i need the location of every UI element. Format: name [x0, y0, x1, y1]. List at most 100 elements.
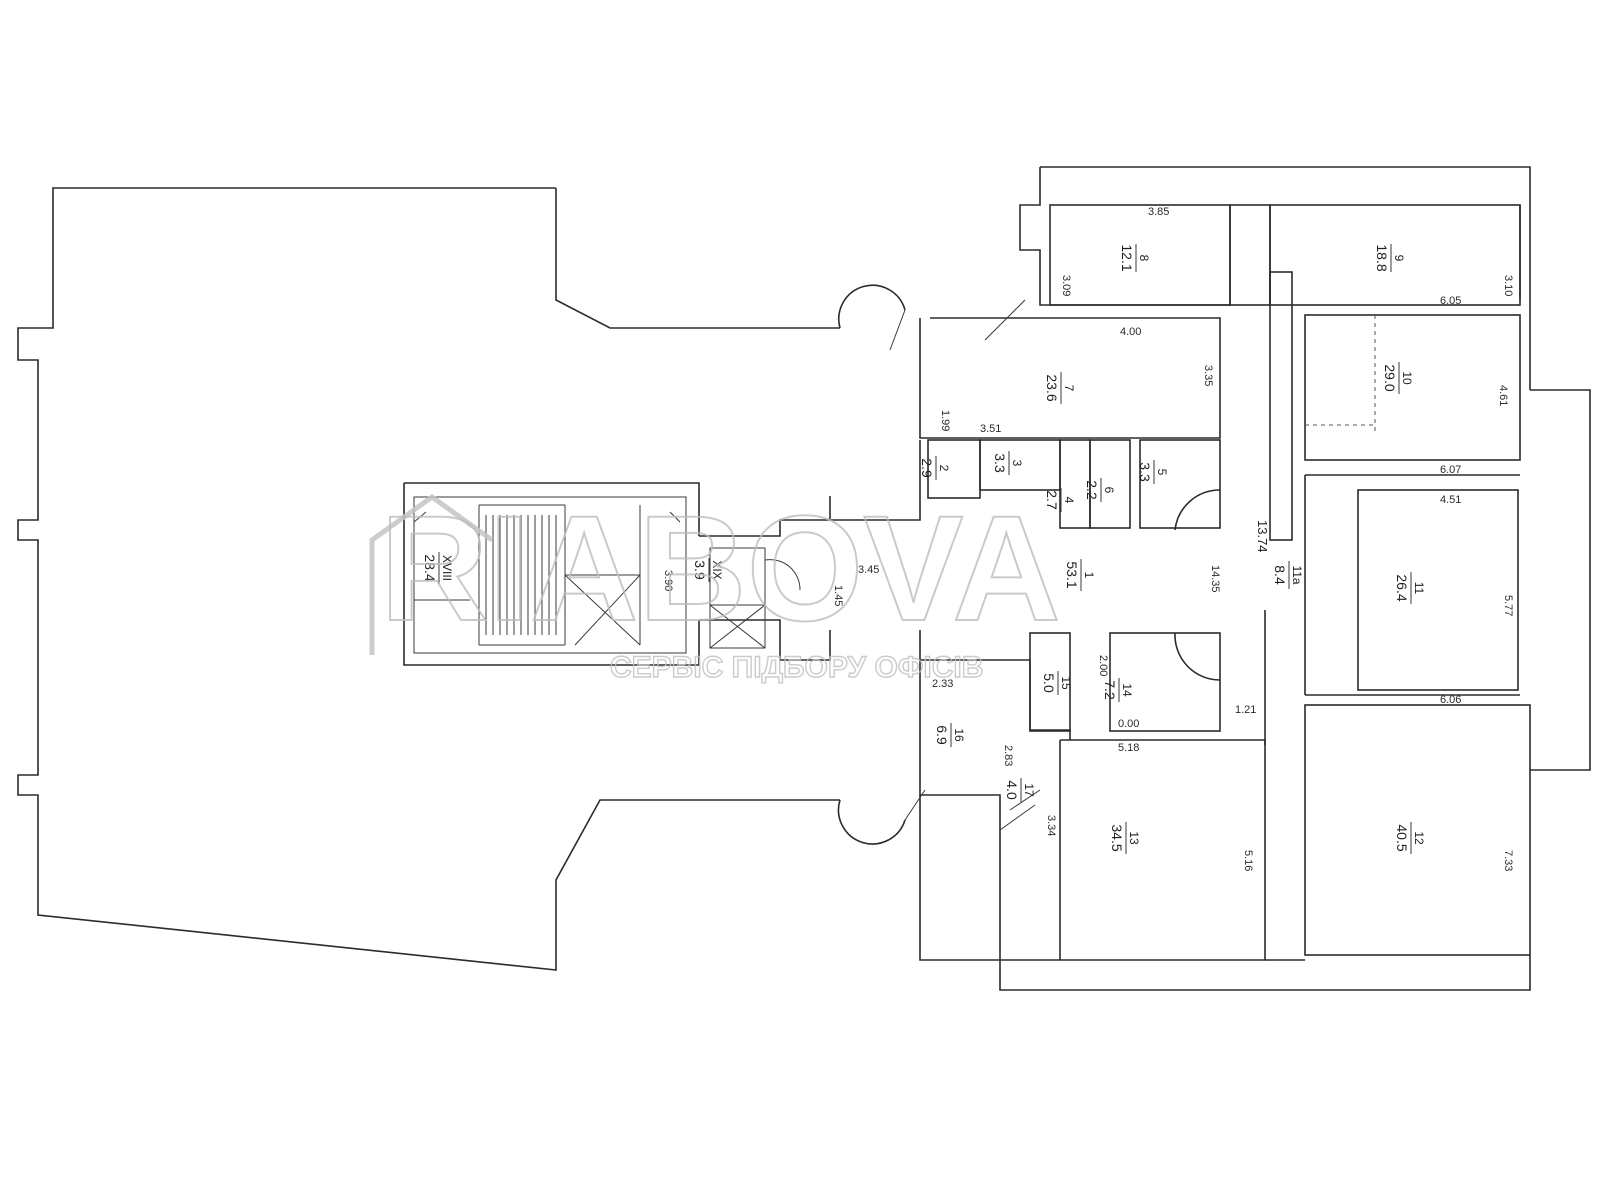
room-area: 12.1	[1119, 244, 1135, 271]
room-17-label: 17 4.0	[1004, 778, 1036, 802]
passage-block	[699, 496, 831, 661]
dim-14-35: 14.35	[1209, 565, 1221, 593]
room-13-label: 13 34.5	[1109, 822, 1141, 854]
watermark-house-icon	[369, 493, 494, 655]
dim-5-77: 5.77	[1502, 595, 1514, 616]
room-number: 11а	[1290, 565, 1304, 584]
room-area: 5.0	[1041, 673, 1057, 693]
room-number: 9	[1392, 255, 1406, 262]
west-bay-arc-bottom	[837, 799, 906, 845]
lift-shaft	[709, 547, 766, 649]
room-11-label: 11 26.4	[1394, 572, 1426, 604]
south-door-swings	[904, 789, 1041, 831]
room-area: 2.2	[1084, 480, 1100, 500]
room-10-walls	[1304, 314, 1521, 461]
room-number: 6	[1102, 487, 1116, 494]
dim-3-09: 3.09	[1060, 275, 1072, 296]
room-11-walls	[1357, 489, 1519, 691]
room-area: 40.5	[1394, 824, 1410, 851]
dim-4-51: 4.51	[1440, 494, 1461, 506]
dim-3-35: 3.35	[1202, 365, 1214, 386]
room-number: 11	[1412, 582, 1426, 595]
dim-3-90: 3.90	[662, 570, 674, 591]
room-area: 28.4	[422, 554, 438, 581]
dim-4-00: 4.00	[1120, 326, 1141, 338]
room-8-label: 8 12.1	[1119, 244, 1151, 272]
watermark-tagline: СЕРВІС ПІДБОРУ ОФІСІВ	[610, 651, 983, 684]
dim-2-33: 2.33	[932, 678, 953, 690]
room-area: 6.9	[934, 725, 950, 745]
dim-3-45: 3.45	[858, 564, 879, 576]
room-6-label: 6 2.2	[1084, 478, 1116, 502]
dim-3-34: 3.34	[1045, 815, 1057, 836]
dim-7-33: 7.33	[1502, 850, 1514, 871]
passage-door-swing	[764, 559, 801, 591]
room-area: 34.5	[1109, 824, 1125, 851]
room-3-label: 3 3.3	[992, 451, 1024, 475]
room-number: XIX	[710, 560, 724, 579]
room-area: 3.9	[692, 560, 708, 580]
dim-6-07: 6.07	[1440, 464, 1461, 476]
room-XIX-label: XIX 3.9	[692, 558, 724, 582]
courtyard-outline	[17, 187, 906, 971]
dim-4-61: 4.61	[1497, 385, 1509, 406]
room-number: 8	[1137, 255, 1151, 262]
room-4-label: 4 2.7	[1044, 488, 1076, 512]
room-area: 4.0	[1004, 780, 1020, 800]
room-number: 12	[1412, 831, 1426, 845]
dim-1-21: 1.21	[1235, 704, 1256, 716]
dim-5-16: 5.16	[1242, 850, 1254, 871]
room-area: 3.3	[1137, 462, 1153, 482]
dim-3-85: 3.85	[1148, 206, 1169, 218]
room-area: 7.2	[1102, 680, 1118, 700]
west-bay-arc-top	[837, 284, 906, 329]
room-9-label: 9 18.8	[1374, 244, 1406, 272]
watermark-brand: RIABOVA	[380, 484, 1061, 652]
stair-arrows	[413, 511, 681, 523]
room-1-label: 1 53.1	[1064, 559, 1096, 591]
corridor-pillar	[1269, 271, 1293, 541]
room-number: 5	[1155, 469, 1169, 476]
room-area: 3.3	[992, 453, 1008, 473]
room-number: 14	[1120, 683, 1134, 697]
room-number: 2	[937, 465, 951, 472]
room-10-label: 10 29.0	[1382, 362, 1414, 394]
room-number: 4	[1062, 497, 1076, 504]
room-12-label: 12 40.5	[1394, 822, 1426, 854]
north-door-swings	[889, 299, 1026, 351]
room-number: XVIII	[440, 555, 454, 581]
dim-1-45: 1.45	[832, 585, 844, 606]
dim-3-51: 3.51	[980, 423, 1001, 435]
room-number: 15	[1059, 676, 1073, 690]
dim-0-00: 0.00	[1118, 718, 1139, 730]
room-XVIII-label: XVIII 28.4	[422, 552, 454, 584]
dim-6-06: 6.06	[1440, 694, 1461, 706]
room-12-walls	[1304, 704, 1531, 956]
dim-2-83: 2.83	[1002, 745, 1014, 766]
dim-2-00: 2.00	[1097, 655, 1109, 676]
room-7-label: 7 23.6	[1044, 372, 1076, 404]
main-building-walls	[830, 166, 1591, 991]
dim-5-18: 5.18	[1118, 742, 1139, 754]
dim-13-74: 13.74	[1255, 520, 1270, 553]
dim-6-05: 6.05	[1440, 295, 1461, 307]
room-2-label: 2 2.9	[919, 456, 951, 480]
dimension-labels: 3.85 3.09 3.10 6.05 4.00 3.35 1.99 3.51 …	[662, 206, 1514, 871]
room-number: 3	[1010, 460, 1024, 467]
room-16-label: 16 6.9	[934, 723, 966, 747]
room-area: 18.8	[1374, 244, 1390, 271]
room-11a-label: 11а 8.4	[1272, 561, 1304, 589]
room-labels: 8 12.1 9 18.8 7 23.6 10 29.0 2 2.9 3 3.3	[422, 244, 1426, 854]
room-14-label: 14 7.2	[1102, 678, 1134, 702]
room-number: 1	[1082, 572, 1096, 579]
room-number: 17	[1022, 783, 1036, 797]
stair-inner	[413, 496, 687, 654]
room-number: 13	[1127, 831, 1141, 845]
room-area: 23.6	[1044, 374, 1060, 401]
room-5-label: 5 3.3	[1137, 460, 1169, 484]
room-number: 7	[1062, 385, 1076, 392]
room-number: 16	[952, 728, 966, 742]
room-15-label: 15 5.0	[1041, 671, 1073, 695]
room-area: 2.7	[1044, 490, 1060, 510]
